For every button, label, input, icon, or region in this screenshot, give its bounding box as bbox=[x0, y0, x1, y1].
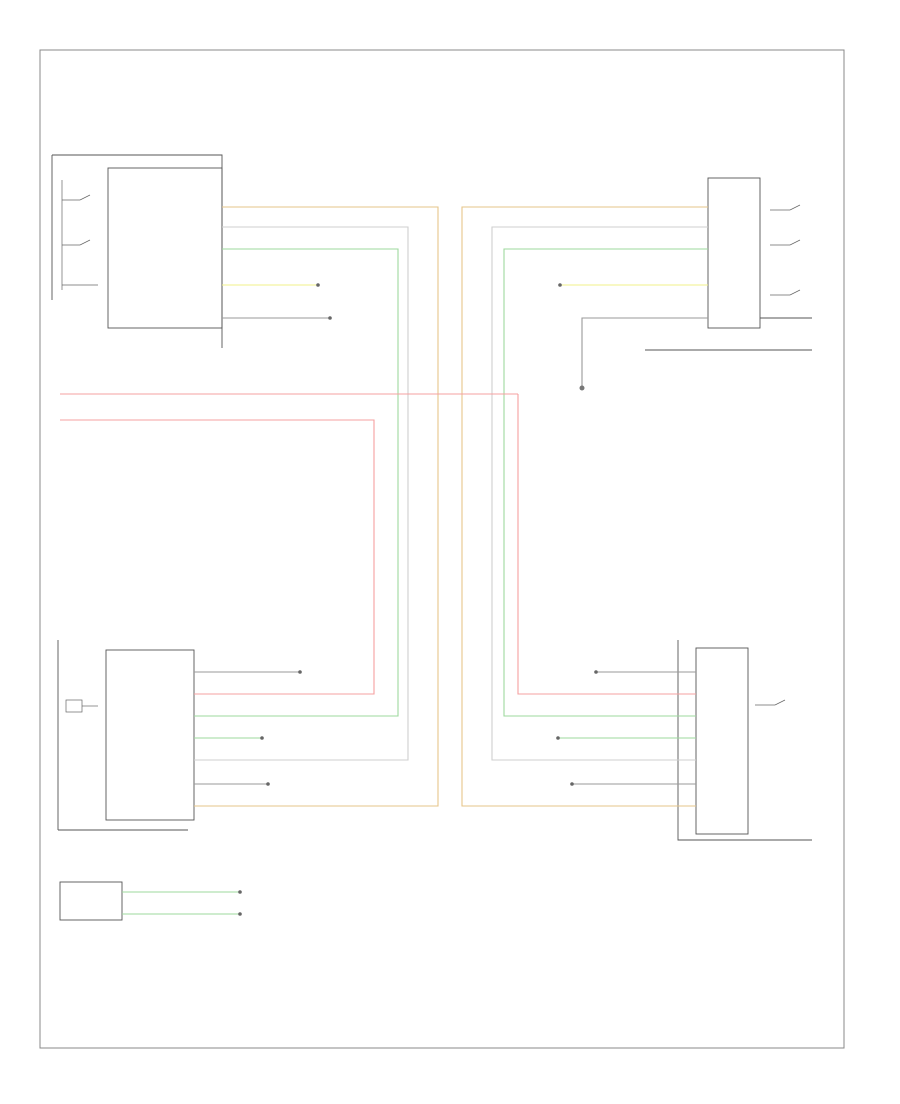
right-top-module-box bbox=[707, 177, 761, 329]
wire-ground-right bbox=[581, 317, 708, 388]
right-bottom-outline bbox=[677, 640, 812, 841]
page-frame bbox=[39, 49, 845, 1049]
left-top-switches bbox=[61, 180, 98, 290]
left-top-module bbox=[51, 154, 223, 348]
right-bottom-switch bbox=[755, 699, 786, 706]
wire-gray-left bbox=[194, 226, 409, 761]
wire-green-left bbox=[194, 248, 399, 717]
right-bottom-module-box bbox=[695, 647, 749, 835]
wire-green-right bbox=[503, 248, 708, 717]
left-top-module-box bbox=[107, 167, 223, 329]
seat-panel-box bbox=[59, 881, 123, 921]
wire-red-right bbox=[517, 394, 696, 695]
wire-gray-right bbox=[491, 226, 708, 761]
right-top-switches bbox=[770, 204, 801, 296]
left-bottom-module-box bbox=[105, 649, 195, 821]
left-bottom-module bbox=[57, 640, 195, 831]
ground-symbol-right bbox=[579, 385, 585, 391]
connector-dots bbox=[238, 283, 598, 916]
wire-orange-right bbox=[461, 206, 708, 807]
right-bottom-module bbox=[677, 640, 812, 841]
right-top-module bbox=[645, 177, 812, 351]
wire-orange-left bbox=[194, 206, 439, 807]
seat-control-panel bbox=[59, 881, 123, 921]
left-bottom-switch bbox=[65, 699, 98, 713]
wire-red-left bbox=[60, 419, 375, 695]
